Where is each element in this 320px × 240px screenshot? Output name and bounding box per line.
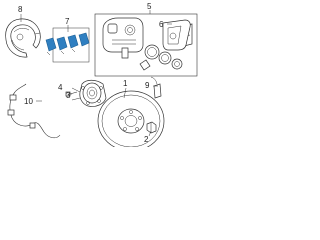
wheel-hub-drawing <box>79 79 107 107</box>
brake-pad-set-drawing <box>45 27 90 63</box>
hub-nut-drawing <box>146 121 157 134</box>
caliper-bracket-drawing <box>162 19 191 51</box>
brake-rotor-drawing <box>97 90 165 147</box>
callout-1: 1 <box>123 79 128 88</box>
callout-5: 5 <box>147 2 152 11</box>
sensor-wire-drawing <box>7 83 61 139</box>
abs-sensor-drawing <box>150 76 162 99</box>
callout-4: 4 <box>58 83 63 92</box>
callout-2: 2 <box>144 135 149 144</box>
callout-9: 9 <box>145 81 150 90</box>
callout-8: 8 <box>18 5 23 14</box>
callout-3: 3 <box>66 91 71 100</box>
callout-6: 6 <box>159 20 164 29</box>
parts-diagram: 8 7 5 6 4 3 10 9 2 1 <box>0 0 200 147</box>
diagram-canvas: 8 7 5 6 4 3 10 9 2 1 <box>5 2 198 147</box>
callout-10: 10 <box>24 97 33 106</box>
dust-shield-drawing <box>5 18 41 58</box>
callout-numbers: 8 7 5 6 4 3 10 9 2 1 <box>18 2 164 144</box>
leader-lines <box>20 10 172 137</box>
callout-7: 7 <box>65 17 70 26</box>
